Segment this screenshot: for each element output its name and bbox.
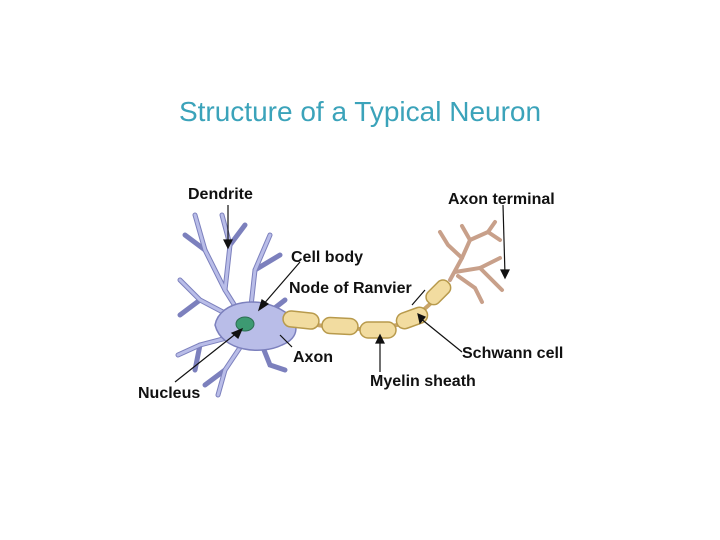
myelin-sheath xyxy=(282,279,452,339)
label-dendrite: Dendrite xyxy=(188,186,253,203)
label-axon: Axon xyxy=(293,349,333,366)
pointer-lines xyxy=(174,204,510,383)
label-schwann-cell: Schwann cell xyxy=(462,345,563,362)
page-title: Structure of a Typical Neuron xyxy=(178,96,542,127)
axon-terminal xyxy=(438,220,504,304)
nucleus xyxy=(235,316,255,332)
cell-body xyxy=(214,301,297,351)
label-cell-body: Cell body xyxy=(291,249,363,266)
label-axon-terminal: Axon terminal xyxy=(448,191,555,208)
label-node-of-ranvier: Node of Ranvier xyxy=(289,280,412,297)
label-nucleus: Nucleus xyxy=(138,385,200,402)
label-myelin-sheath: Myelin sheath xyxy=(370,373,476,390)
